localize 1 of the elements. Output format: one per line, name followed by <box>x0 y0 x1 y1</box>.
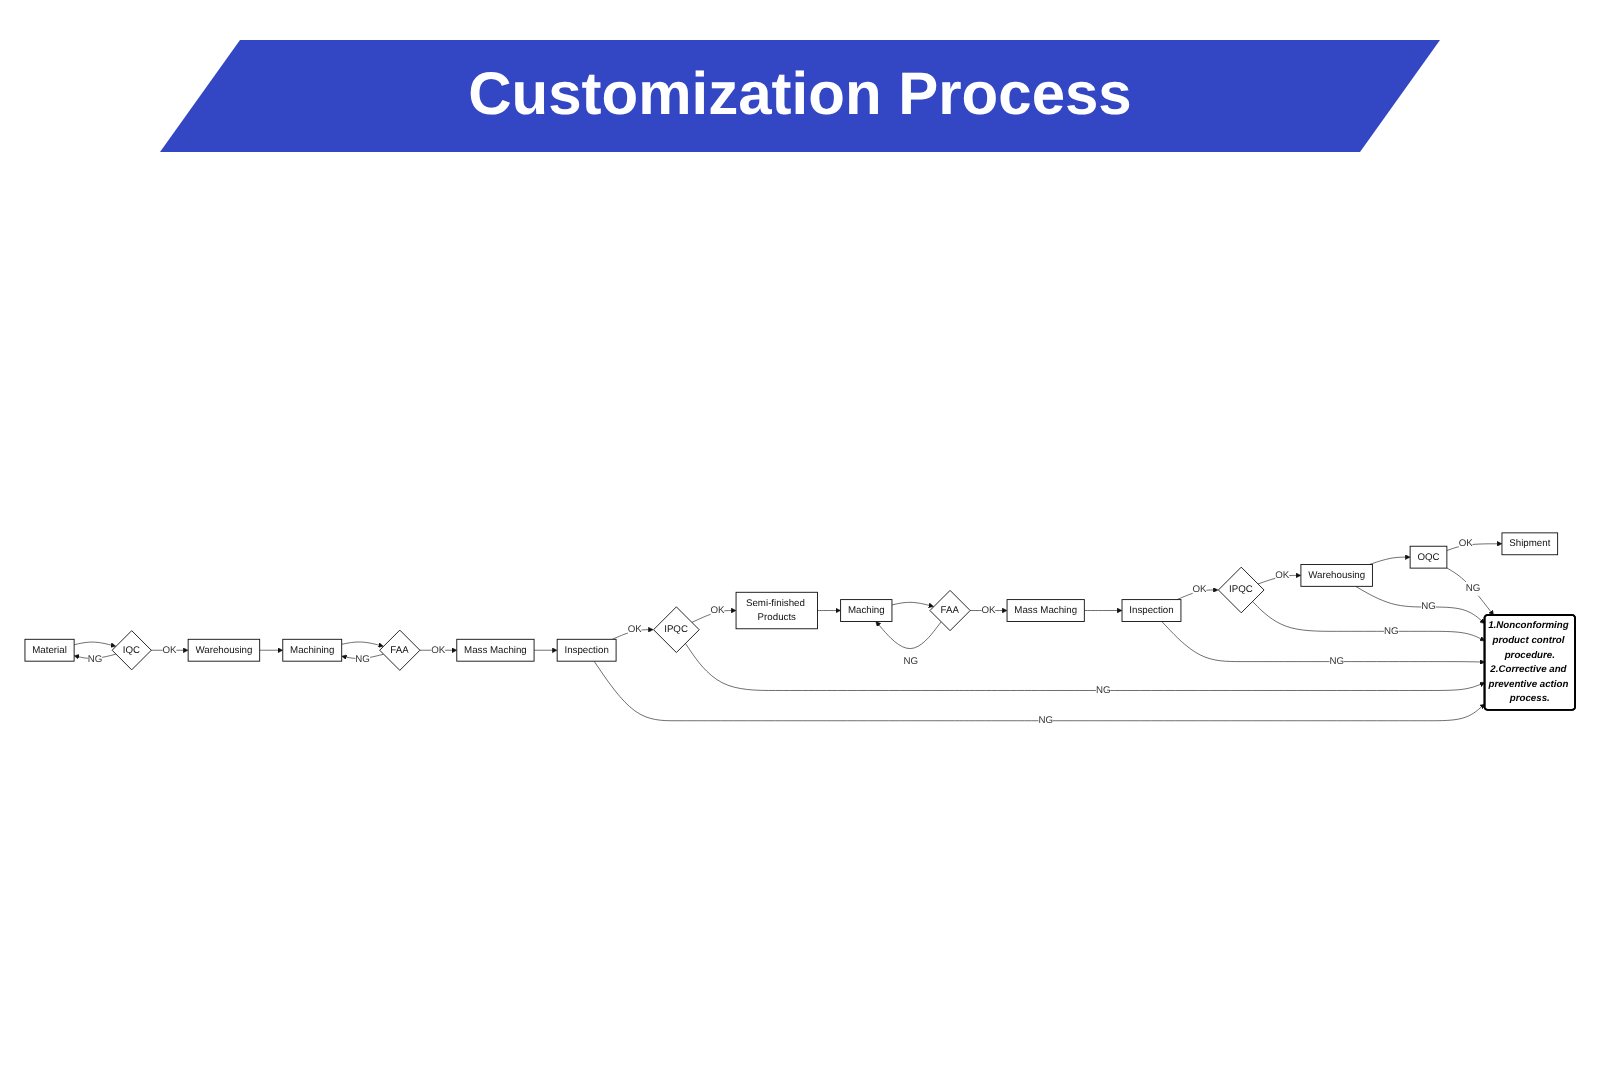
title: Customization Process <box>468 60 1132 132</box>
